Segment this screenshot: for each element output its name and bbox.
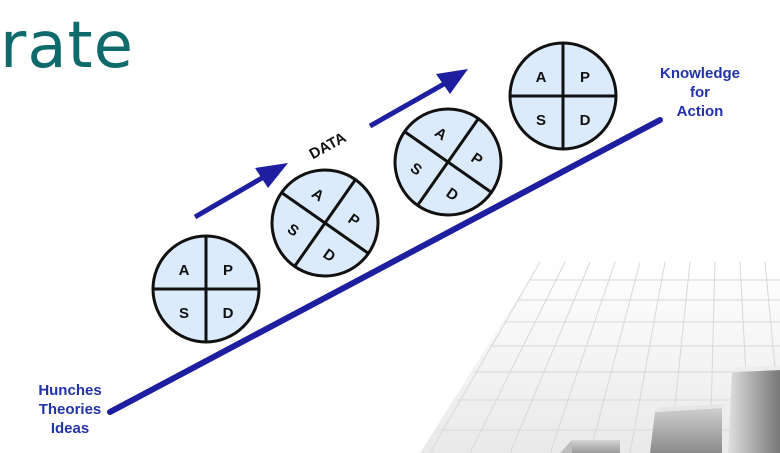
flow-label-data: DATA xyxy=(306,129,349,163)
pdsa-cycle-2: A P S D xyxy=(270,168,380,278)
pdsa-cycle-3: A P S D xyxy=(393,107,503,217)
quadrant-plan: P xyxy=(580,69,590,86)
quadrant-do: D xyxy=(580,112,591,129)
start-label-line: Hunches xyxy=(38,382,102,399)
flow-arrow-left xyxy=(193,163,288,220)
ramp-line xyxy=(107,117,663,415)
quadrant-study: S xyxy=(536,112,546,129)
quadrant-act: A xyxy=(179,262,190,279)
end-label-line: Action xyxy=(676,103,724,120)
quadrant-study: S xyxy=(179,305,189,322)
end-label: Knowledge for Action xyxy=(650,64,750,121)
pdsa-cycle-4: A P S D xyxy=(508,41,618,151)
page-title: rate xyxy=(0,9,134,83)
quadrant-act: A xyxy=(536,69,547,86)
start-label-line: Ideas xyxy=(50,420,90,437)
quadrant-do: D xyxy=(223,305,234,322)
end-label-line: for xyxy=(690,84,710,101)
perspective-grid-background xyxy=(420,261,780,453)
flow-arrow-right xyxy=(368,69,468,129)
bar-steps-graphic xyxy=(560,366,780,453)
start-label: Hunches Theories Ideas xyxy=(30,381,110,438)
start-label-line: Theories xyxy=(38,401,102,418)
quadrant-plan: P xyxy=(223,262,233,279)
pdsa-cycle-1: A P S D xyxy=(151,234,261,344)
end-label-line: Knowledge xyxy=(659,65,740,82)
